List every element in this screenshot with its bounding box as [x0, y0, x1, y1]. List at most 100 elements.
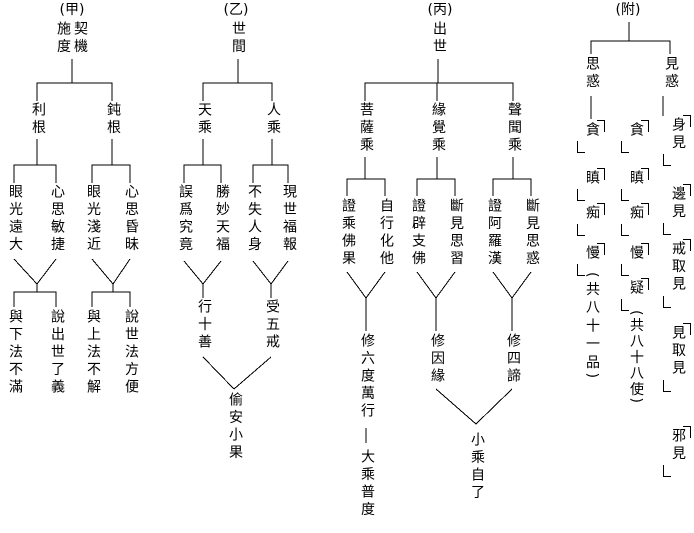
fu-jian-item-label: 瞋 [628, 170, 644, 188]
fu-view-item-label: 戒取見 [670, 241, 686, 294]
fu-jian-item-label: 痴 [628, 205, 644, 223]
yi-practice: 行十善 [196, 299, 212, 352]
yi-leaf: 不失人身 [246, 184, 262, 254]
fu-si-item-label: 慢 [584, 245, 600, 263]
fu-si-item-label: 貪 [584, 122, 600, 140]
fu-view-item-label: 見取見 [670, 325, 686, 378]
fu-si-item-label: 瞋 [584, 170, 600, 188]
fu-si-item: 慢 [577, 243, 605, 276]
yi-practice: 受五戒 [264, 299, 280, 352]
fu-jian-item-label: 貪 [628, 122, 644, 140]
fu-branch-jian-huo: 見惑 [663, 56, 679, 91]
fu-si-item-label: 痴 [584, 205, 600, 223]
jia-outcome: 與上法不解 [85, 309, 101, 397]
corner-bracket-open-icon [641, 203, 649, 215]
jia-outcome: 說出世了義 [49, 309, 65, 397]
bing-leaf: 證阿羅漢 [486, 198, 502, 268]
corner-bracket-open-icon [683, 115, 691, 127]
fu-jian-item: 慢 [621, 243, 649, 276]
bing-result-hinayana: 小乘自了 [469, 432, 485, 502]
bing-branch-sravaka: 聲聞乘 [506, 102, 522, 155]
fu-jian-item-label: 慢 [628, 245, 644, 263]
jia-branch-dull: 鈍根 [105, 102, 121, 137]
corner-bracket-close-icon [577, 224, 585, 236]
yi-leaf: 誤爲究竟 [177, 184, 193, 254]
yi-leaf: 勝妙天福 [214, 184, 230, 254]
fu-jian-note: (共八十八使) [628, 310, 644, 405]
jia-root: 契機施度 [55, 21, 88, 56]
bing-practice: 修四諦 [505, 333, 521, 386]
yi-result: 偷安小果 [227, 392, 243, 462]
corner-bracket-close-icon [621, 224, 629, 236]
corner-bracket-close-icon [577, 264, 585, 276]
jia-leaf: 眼光淺近 [85, 184, 101, 254]
corner-bracket-open-icon [641, 120, 649, 132]
bing-leaf: 斷見思惑 [524, 198, 540, 268]
corner-bracket-open-icon [683, 184, 691, 196]
corner-bracket-close-icon [663, 223, 671, 235]
bing-leaf: 證乘佛果 [340, 198, 356, 268]
bing-title: (丙) [427, 2, 453, 18]
yi-root: 世間 [230, 21, 246, 56]
yi-title: (乙) [223, 2, 249, 18]
fu-view-item: 戒取見 [663, 239, 691, 308]
fu-jian-item: 疑 [621, 278, 649, 311]
jia-connectors [13, 59, 131, 307]
corner-bracket-open-icon [641, 243, 649, 255]
jia-leaf: 心思昏昧 [123, 184, 139, 254]
fu-jian-item: 貪 [621, 120, 649, 153]
corner-bracket-close-icon [621, 264, 629, 276]
fu-branch-si-huo: 思惑 [584, 56, 600, 91]
corner-bracket-open-icon [597, 120, 605, 132]
bing-leaf: 斷見思習 [448, 198, 464, 268]
bing-leaf: 自行化他 [378, 198, 394, 268]
corner-bracket-close-icon [663, 154, 671, 166]
corner-bracket-close-icon [621, 299, 629, 311]
fu-connectors [590, 22, 671, 119]
jia-leaf: 眼光遠大 [7, 184, 23, 254]
fu-si-item: 瞋 [577, 168, 605, 201]
bing-branch-bodhisattva: 菩薩乘 [358, 102, 374, 155]
corner-bracket-close-icon [577, 189, 585, 201]
fu-si-note: (共八十一品) [584, 272, 600, 383]
corner-bracket-close-icon [621, 141, 629, 153]
fu-view-item-label: 身見 [670, 117, 686, 152]
fu-title: (附) [615, 2, 641, 18]
corner-bracket-open-icon [597, 168, 605, 180]
corner-bracket-close-icon [621, 189, 629, 201]
fu-jian-item: 痴 [621, 203, 649, 236]
fu-jian-item-label: 疑 [628, 280, 644, 298]
yi-branch-human: 人乘 [265, 102, 281, 137]
jia-outcome: 與下法不滿 [7, 309, 23, 397]
bing-connectors [346, 59, 532, 443]
fu-si-item: 痴 [577, 203, 605, 236]
corner-bracket-close-icon [663, 380, 671, 392]
fu-view-item-label: 邪見 [670, 428, 686, 463]
corner-bracket-open-icon [683, 323, 691, 335]
bing-branch-pratyeka: 緣覺乘 [430, 102, 446, 155]
fu-view-item-label: 邊見 [670, 186, 686, 221]
corner-bracket-close-icon [663, 296, 671, 308]
jia-outcome: 說世法方便 [123, 309, 139, 397]
corner-bracket-close-icon [577, 141, 585, 153]
corner-bracket-open-icon [597, 203, 605, 215]
bing-result-mahayana: 大乘普度 [359, 449, 375, 519]
fu-si-item: 貪 [577, 120, 605, 153]
corner-bracket-open-icon [641, 168, 649, 180]
fu-view-item: 身見 [663, 115, 691, 166]
fu-view-item: 見取見 [663, 323, 691, 392]
jia-title: (甲) [59, 2, 85, 18]
fu-view-item: 邪見 [663, 426, 691, 477]
fu-view-item: 邊見 [663, 184, 691, 235]
jia-branch-sharp: 利根 [30, 102, 46, 137]
corner-bracket-open-icon [641, 278, 649, 290]
fu-jian-item: 瞋 [621, 168, 649, 201]
jia-leaf: 心思敏捷 [49, 184, 65, 254]
bing-practice: 修六度萬行 [359, 333, 375, 421]
yi-branch-deva: 天乘 [196, 102, 212, 137]
corner-bracket-open-icon [683, 426, 691, 438]
corner-bracket-open-icon [597, 243, 605, 255]
corner-bracket-close-icon [663, 465, 671, 477]
